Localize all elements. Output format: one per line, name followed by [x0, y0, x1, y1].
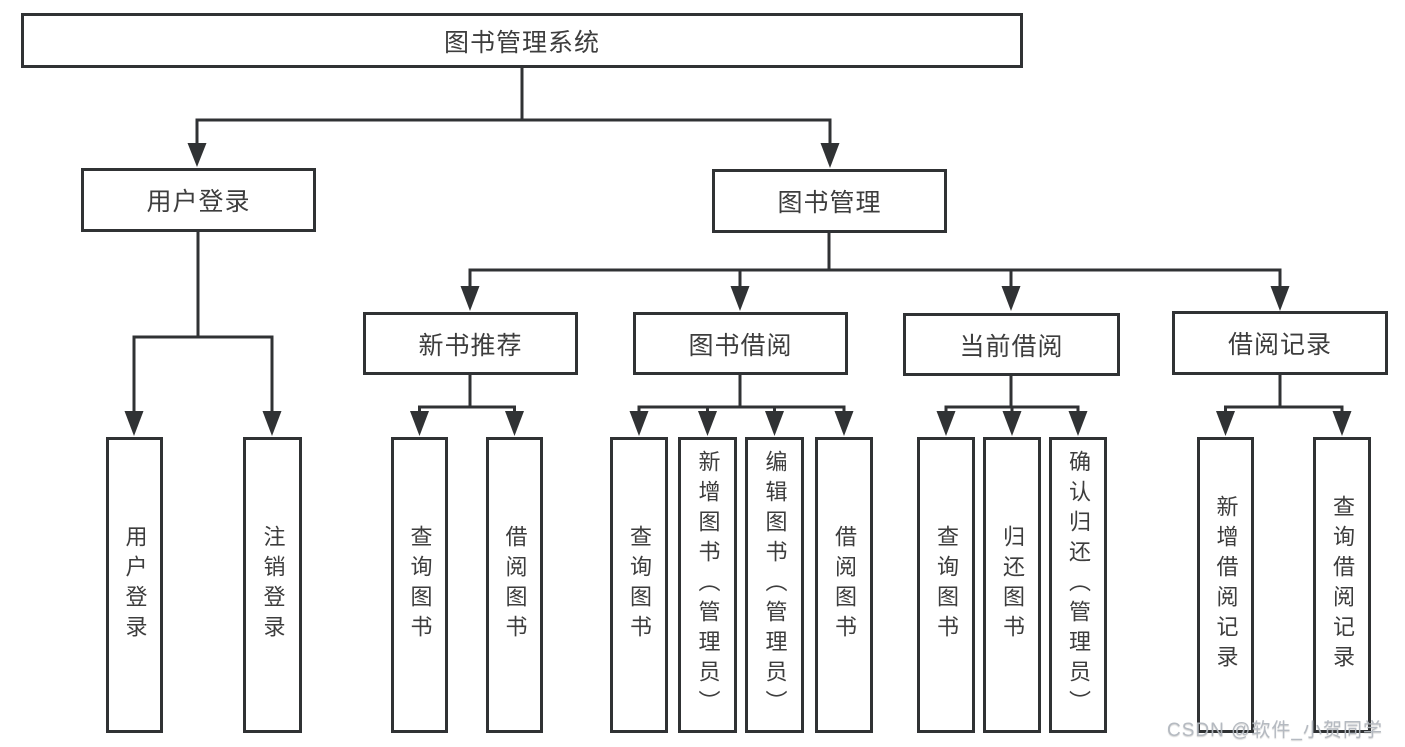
node-leaf-query-books: 查询图书 — [917, 437, 975, 733]
node-borrowing-records: 借阅记录 — [1172, 311, 1388, 375]
node-leaf-borrow-books: 借阅图书 — [486, 437, 543, 733]
leaf-label: 借阅图书 — [832, 525, 857, 645]
node-leaf-query-books: 查询图书 — [391, 437, 448, 733]
leaf-label: 用户登录 — [122, 525, 148, 645]
node-current-borrowing: 当前借阅 — [903, 313, 1120, 376]
node-leaf-add-books-admin: 新增图书（管理员） — [678, 437, 737, 733]
node-leaf-borrow-books: 借阅图书 — [815, 437, 873, 733]
node-leaf-add-borrow-record: 新增借阅记录 — [1197, 437, 1254, 733]
node-book-management: 图书管理 — [712, 169, 947, 233]
leaf-label: 注销登录 — [260, 525, 286, 645]
leaf-label: 归还图书 — [1000, 525, 1025, 645]
leaf-label: 编辑图书（管理员） — [762, 450, 788, 720]
leaf-label: 借阅图书 — [502, 525, 528, 645]
node-library-management-system: 图书管理系统 — [21, 13, 1023, 68]
node-leaf-user-login: 用户登录 — [106, 437, 163, 733]
node-new-book-recommend: 新书推荐 — [363, 312, 578, 375]
node-user-login: 用户登录 — [81, 168, 316, 232]
arrowheads — [124, 143, 1352, 436]
leaf-label: 新增图书（管理员） — [695, 450, 721, 720]
node-leaf-edit-books-admin: 编辑图书（管理员） — [745, 437, 804, 733]
node-leaf-confirm-return-admin: 确认归还（管理员） — [1049, 437, 1107, 733]
leaf-label: 查询图书 — [934, 525, 959, 645]
node-leaf-logout: 注销登录 — [243, 437, 302, 733]
node-book-borrowing: 图书借阅 — [633, 312, 848, 375]
leaf-label: 新增借阅记录 — [1213, 495, 1239, 675]
leaf-label: 查询图书 — [627, 525, 652, 645]
leaf-label: 确认归还（管理员） — [1066, 450, 1091, 720]
leaf-label: 查询借阅记录 — [1330, 495, 1355, 675]
csdn-watermark: CSDN @软件_小贺同学 — [1167, 720, 1383, 741]
node-leaf-return-books: 归还图书 — [983, 437, 1041, 733]
leaf-label: 查询图书 — [407, 525, 433, 645]
node-leaf-query-books: 查询图书 — [610, 437, 668, 733]
node-leaf-query-borrow-record: 查询借阅记录 — [1313, 437, 1371, 733]
